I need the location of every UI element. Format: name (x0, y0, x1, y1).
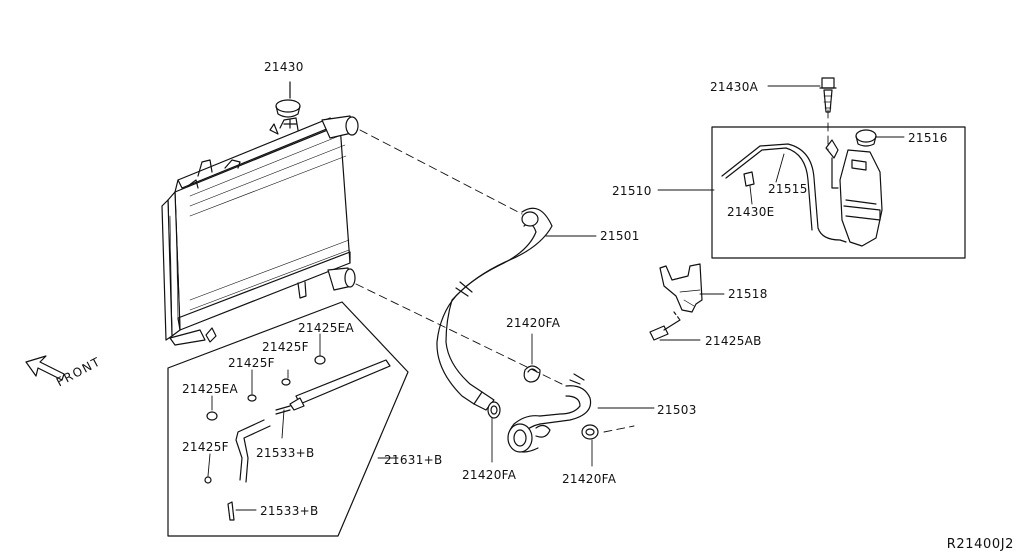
label-21533B-upper: 21533+B (256, 446, 315, 460)
label-21518: 21518 (728, 287, 768, 301)
label-21425EA-top: 21425EA (298, 321, 355, 335)
diagram-code: R21400J2 (946, 537, 1014, 552)
overflow-hose (721, 143, 847, 243)
reservoir-tank (825, 129, 883, 247)
label-21420FA-right: 21420FA (562, 472, 617, 486)
label-21425F-top: 21425F (262, 340, 309, 354)
tube-kit-box (167, 301, 409, 537)
bolt-21430A (819, 77, 837, 113)
lower-hose (507, 373, 592, 453)
label-21430: 21430 (264, 60, 304, 74)
hose-clamps (487, 365, 599, 440)
front-arrow-icon (25, 355, 65, 381)
reservoir-group-box (711, 126, 966, 259)
label-21516: 21516 (908, 131, 948, 145)
label-21420FA-left: 21420FA (462, 468, 517, 482)
label-21425F-left: 21425F (182, 440, 229, 454)
label-21430E: 21430E (727, 205, 775, 219)
label-21510: 21510 (612, 184, 652, 198)
tube-kit-parts (204, 355, 391, 521)
radiator-cap (275, 81, 301, 129)
reservoir-bracket (649, 263, 703, 341)
label-21425F-mid: 21425F (228, 356, 275, 370)
label-21631B: 21631+B (384, 453, 443, 467)
label-21430A: 21430A (710, 80, 759, 94)
upper-hose (436, 207, 553, 411)
connection-dashes (355, 109, 829, 433)
label-21501: 21501 (600, 229, 640, 243)
label-21425EA-left: 21425EA (182, 382, 239, 396)
radiator (161, 115, 359, 346)
leader-lines (207, 85, 905, 511)
label-21533B-lower: 21533+B (260, 504, 319, 518)
label-21420FA-top: 21420FA (506, 316, 561, 330)
label-21515: 21515 (768, 182, 808, 196)
label-21425AB: 21425AB (705, 334, 762, 348)
label-21503: 21503 (657, 403, 697, 417)
